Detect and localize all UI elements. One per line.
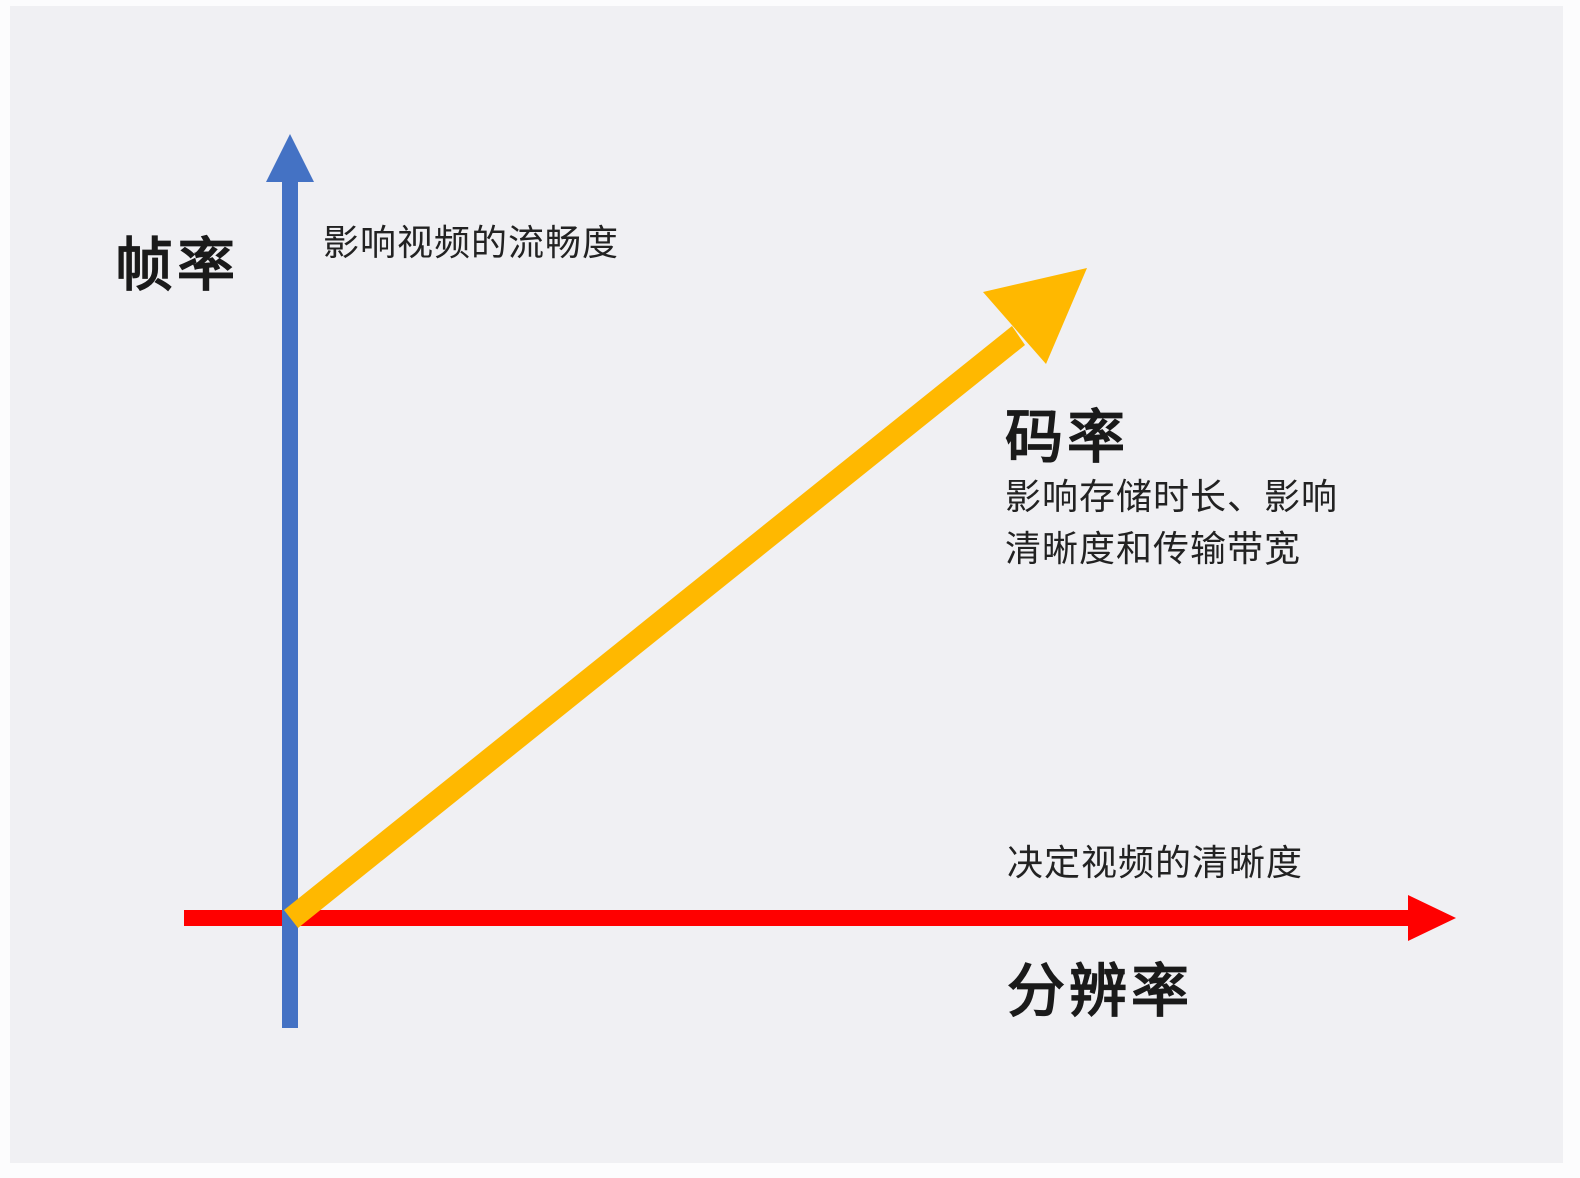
y-axis-arrow [266,134,314,1028]
bitrate-diagonal-arrow [284,268,1087,928]
y-axis-description: 影响视频的流畅度 [323,223,620,264]
diagonal-description-line-2: 清晰度和传输带宽 [1005,529,1302,570]
x-axis-description: 决定视频的清晰度 [1007,843,1304,884]
diagonal-description-line-1: 影响存储时长、影响 [1005,477,1339,518]
y-axis-title: 帧率 [115,231,240,299]
diagonal-description: 影响存储时长、影响 清晰度和传输带宽 [1005,472,1405,576]
x-axis-arrow [184,895,1456,941]
diagram-panel [10,6,1563,1163]
x-axis-title: 分辨率 [1007,957,1194,1025]
diagonal-title: 码率 [1005,403,1130,471]
